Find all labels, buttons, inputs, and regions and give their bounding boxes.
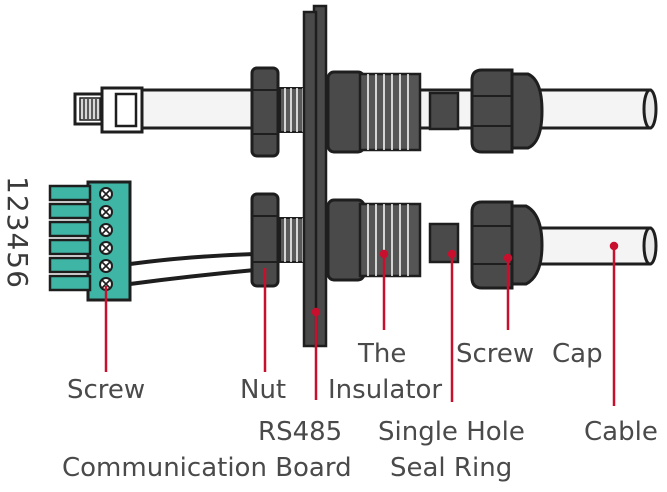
- label-nut: Nut: [240, 375, 286, 405]
- label-seal-line1: Single Hole: [378, 417, 525, 447]
- top-nut: [250, 66, 280, 158]
- leader-lines: [104, 241, 619, 406]
- label-cable: Cable: [584, 417, 658, 447]
- label-screw-left: Screw: [67, 375, 145, 405]
- label-cap: Cap: [552, 339, 603, 369]
- bottom-seal-ring: [428, 222, 460, 264]
- bottom-nut: [250, 192, 280, 288]
- rj45-plug: [73, 86, 144, 134]
- bottom-insulator: [326, 198, 422, 282]
- rs485-board: [302, 4, 328, 348]
- top-cap: [470, 68, 544, 154]
- signal-wires: [129, 252, 256, 286]
- top-insulator: [326, 70, 422, 154]
- pin-numbers: 123456: [1, 176, 34, 289]
- label-rs485-line1: RS485: [258, 417, 342, 447]
- label-insulator-line1: The: [357, 339, 406, 369]
- bottom-cap: [470, 200, 544, 290]
- label-rs485-line2: Communication Board: [62, 453, 352, 483]
- terminal-block: [48, 180, 132, 302]
- top-seal-ring: [428, 91, 460, 131]
- label-seal-line2: Seal Ring: [390, 453, 512, 483]
- label-screw-right: Screw: [456, 339, 534, 369]
- label-insulator-line2: Insulator: [328, 375, 442, 405]
